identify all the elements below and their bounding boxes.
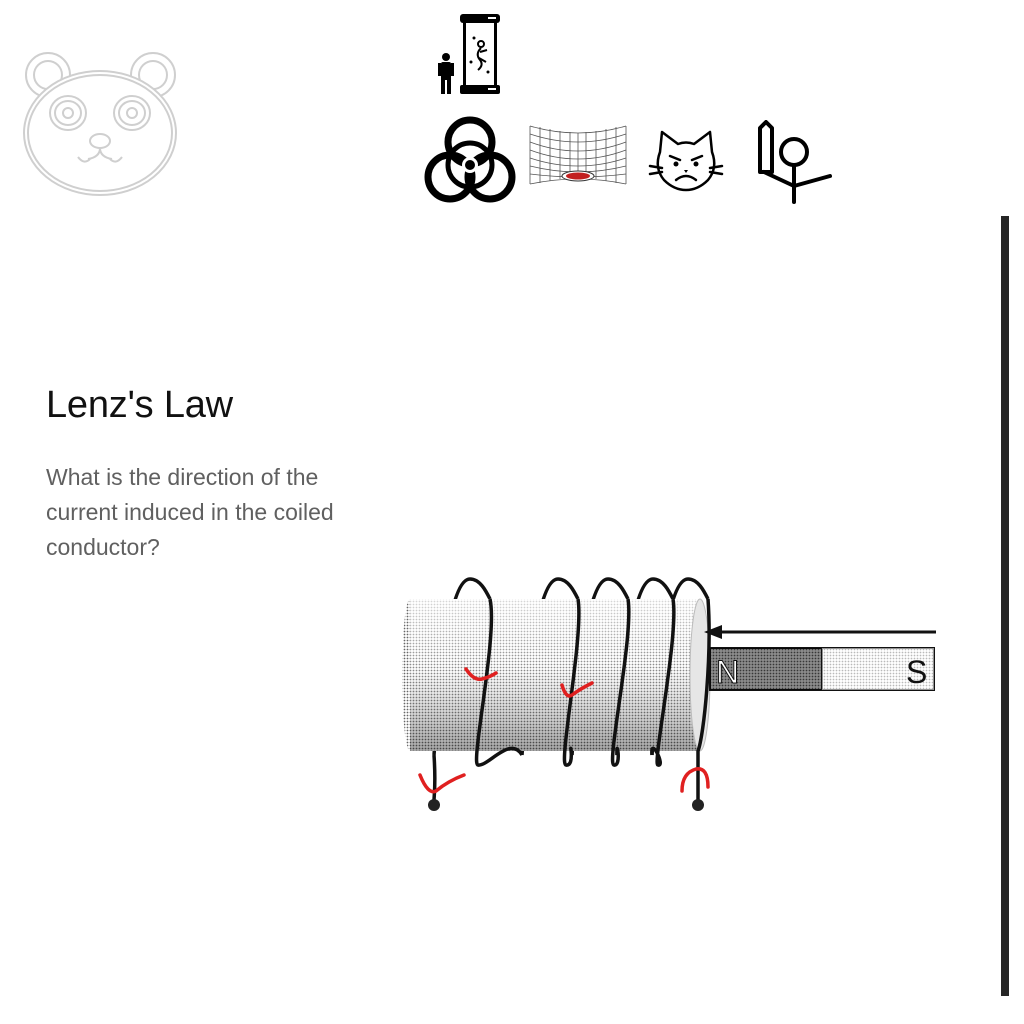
coil-front-6 (696, 598, 711, 801)
bar-magnet: N S (709, 647, 935, 691)
scrollbar[interactable] (1001, 216, 1009, 996)
terminal-right (692, 799, 704, 811)
stick-figure-sword-icon (758, 120, 832, 204)
page-title: Lenz's Law (46, 384, 233, 426)
panda-outline-icon (23, 52, 177, 196)
magnet-south-label: S (906, 654, 927, 690)
coil-front-4 (610, 598, 631, 767)
magnet-north-label: N (716, 654, 739, 690)
coil-magnet-diagram: N S (402, 577, 936, 811)
annotation-mark-2 (560, 681, 594, 698)
motion-arrow (704, 625, 936, 639)
stasis-tube-icon (438, 14, 500, 94)
coil-front-2 (474, 598, 524, 767)
angry-cat-icon (648, 130, 724, 192)
biohazard-icon (424, 116, 516, 203)
annotation-mark-1 (464, 667, 498, 682)
cylinder-core (402, 598, 711, 752)
annotation-mark-4 (680, 767, 710, 793)
annotation-mark-3 (418, 773, 466, 794)
coil-front-1 (432, 754, 437, 802)
gravity-well-icon (529, 125, 627, 185)
coil-front-5 (650, 598, 676, 767)
question-text: What is the direction of the current ind… (46, 464, 334, 560)
terminal-left (428, 799, 440, 811)
coil-front-3 (562, 598, 581, 767)
